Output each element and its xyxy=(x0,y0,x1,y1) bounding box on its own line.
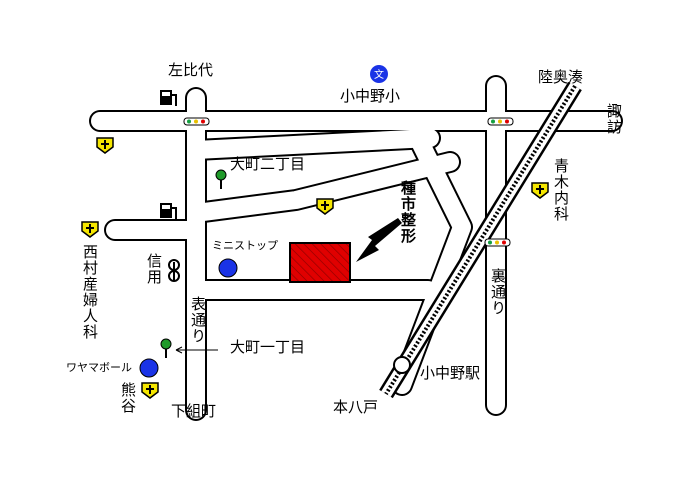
clinic-cross-icon xyxy=(81,221,99,238)
traffic-signal-icon xyxy=(183,117,210,126)
label-ura-dori: 裏通り xyxy=(489,268,507,316)
traffic-signal-icon xyxy=(484,238,511,247)
traffic-signal-icon xyxy=(487,117,514,126)
clinic-cross-icon xyxy=(531,182,549,199)
label-shinyo: 信用 xyxy=(145,253,163,285)
school-mark-icon: 文 xyxy=(370,65,388,83)
label-omachi-2: 大町二丁目 xyxy=(230,155,306,173)
tree-icon xyxy=(160,338,172,358)
svg-text:文: 文 xyxy=(374,68,384,81)
label-ministop: ミニストップ xyxy=(212,239,278,252)
label-sabidai: 左比代 xyxy=(168,61,214,79)
bowling-icon xyxy=(139,358,159,378)
label-omachi-1: 大町一丁目 xyxy=(230,338,306,356)
label-tane-ichi: 種市整形 xyxy=(399,180,417,244)
railway-line xyxy=(379,81,582,399)
label-konakano-elementary: 小中野小 xyxy=(340,87,401,105)
gas-station-icon xyxy=(160,203,177,219)
clinic-cross-icon xyxy=(96,137,114,154)
label-kumagai: 熊谷 xyxy=(119,382,137,414)
label-wayama-bowl: ワヤマボール xyxy=(66,361,132,374)
label-aoki-naika: 青木内科 xyxy=(552,158,570,222)
clinic-cross-icon xyxy=(316,198,334,215)
pointer-arrow-icon xyxy=(356,218,402,262)
tree-icon xyxy=(215,169,227,189)
clinic-cross-icon xyxy=(141,382,159,399)
gas-station-icon xyxy=(160,90,177,106)
label-nishimura: 西村産婦人科 xyxy=(81,244,99,340)
label-suwa: 諏訪 xyxy=(605,103,623,135)
road-network xyxy=(91,77,621,419)
destination-marker-icon xyxy=(289,242,351,283)
station-icon xyxy=(393,356,411,374)
bank-icon xyxy=(168,259,180,282)
convenience-store-icon xyxy=(218,258,238,278)
leader-line xyxy=(175,346,218,354)
label-mutsu-minato: 陸奥湊 xyxy=(538,68,584,86)
label-shimogumi: 下組町 xyxy=(171,402,217,420)
label-omote-dori: 表通り xyxy=(189,296,207,344)
label-hon-hachinohe: 本八戸 xyxy=(333,398,379,416)
label-konakano-station: 小中野駅 xyxy=(420,364,481,382)
